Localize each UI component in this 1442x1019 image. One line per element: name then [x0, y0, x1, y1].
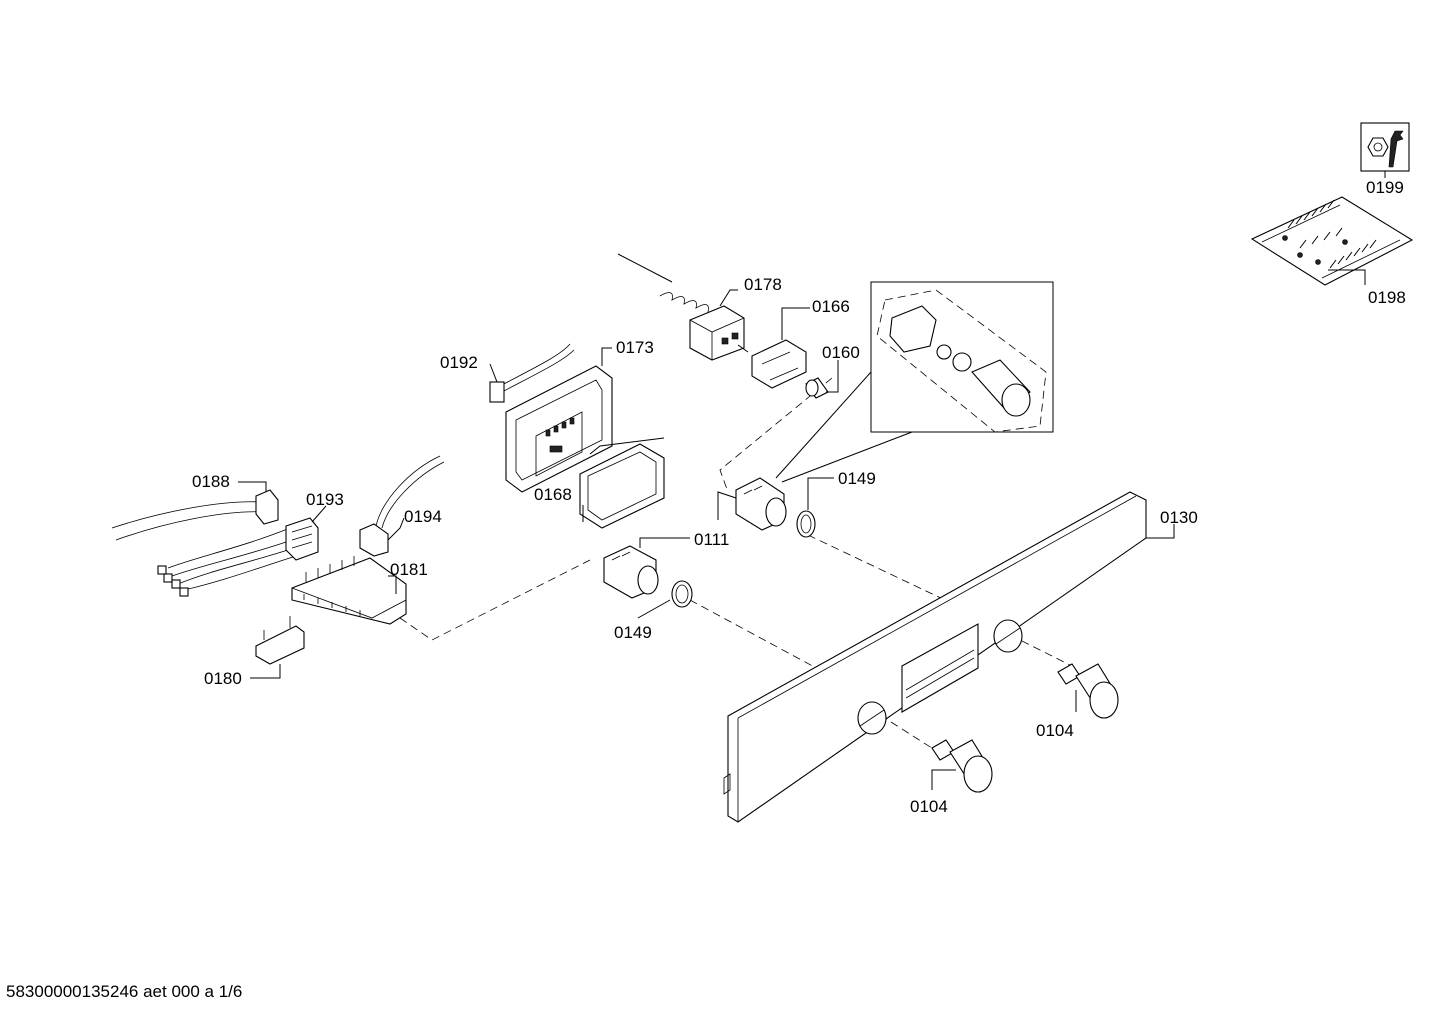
label-0168: 0168 [534, 485, 572, 504]
part-0199[interactable] [1360, 122, 1410, 178]
detail-inset [775, 281, 1054, 483]
label-0166: 0166 [812, 297, 850, 316]
part-0173[interactable] [505, 347, 613, 493]
label-0160: 0160 [822, 343, 860, 362]
knob-right [1089, 681, 1119, 719]
part-0192[interactable] [489, 343, 575, 403]
label-0130: 0130 [1160, 508, 1198, 527]
part-0160[interactable] [805, 360, 839, 399]
part-0104-lower[interactable] [931, 739, 993, 793]
label-0188: 0188 [192, 472, 230, 491]
screw-bag [1250, 196, 1414, 286]
label-0194: 0194 [404, 507, 442, 526]
wrench-nut-icon [1367, 130, 1404, 168]
thermostat-body [689, 305, 745, 361]
label-0178: 0178 [744, 275, 782, 294]
part-0166[interactable] [751, 307, 810, 389]
label-0104-right: 0104 [1036, 721, 1074, 740]
capillary-coil [659, 292, 709, 313]
detail-ring [952, 352, 972, 372]
part-0149-upper[interactable] [796, 477, 834, 538]
clip-0180 [255, 625, 305, 665]
label-0173: 0173 [616, 338, 654, 357]
label-0149-upper: 0149 [838, 469, 876, 488]
label-0180: 0180 [204, 669, 242, 688]
detail-shaft [889, 305, 937, 353]
label-0198: 0198 [1368, 288, 1406, 307]
label-0192: 0192 [440, 353, 478, 372]
display-window [901, 623, 979, 713]
terminal-block [291, 557, 407, 625]
connector-0188 [255, 489, 279, 525]
part-0168[interactable] [579, 437, 665, 529]
part-0111-lower[interactable] [603, 537, 690, 599]
ring-lower [671, 580, 693, 608]
part-0180[interactable] [250, 616, 305, 679]
ring-upper [796, 510, 816, 538]
detail-frame [870, 281, 1054, 433]
gasket [579, 443, 665, 529]
label-0193: 0193 [306, 490, 344, 509]
part-0178[interactable] [617, 253, 749, 361]
part-0193[interactable] [157, 505, 327, 597]
connector-0193 [285, 517, 319, 561]
assembly-guides [399, 377, 1071, 751]
label-0104-lower: 0104 [910, 797, 948, 816]
bracket [751, 339, 807, 389]
knob-lower [963, 755, 993, 793]
part-0149-lower[interactable] [637, 580, 693, 619]
screws [1282, 199, 1377, 269]
part-0104-right[interactable] [1057, 663, 1119, 719]
label-0149-lower: 0149 [614, 623, 652, 642]
part-0181[interactable] [291, 556, 407, 625]
detail-spring [936, 344, 952, 360]
control-module [505, 365, 613, 493]
part-0188[interactable] [111, 481, 279, 541]
label-0181: 0181 [390, 560, 428, 579]
part-0111-upper[interactable] [717, 477, 787, 531]
part-0198[interactable] [1250, 196, 1414, 286]
label-0199: 0199 [1366, 178, 1404, 197]
connector-0192 [489, 381, 505, 403]
part-0194[interactable] [359, 455, 445, 557]
connector-0194 [359, 523, 389, 557]
document-id: 58300000135246 aet 000 a 1/6 [6, 982, 243, 1001]
label-0111: 0111 [694, 530, 729, 549]
detail-knob [1001, 383, 1031, 417]
part-0130[interactable] [723, 491, 1175, 823]
